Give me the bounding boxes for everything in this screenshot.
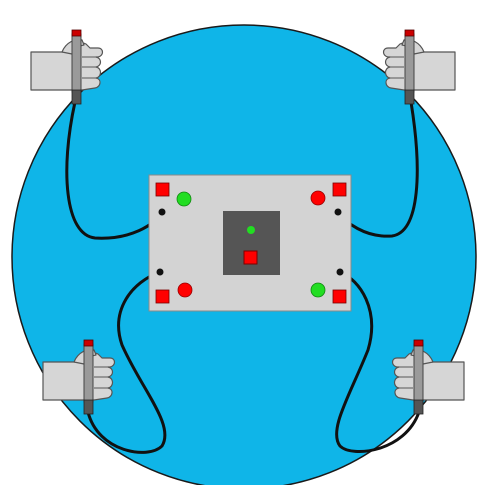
cable-bottom-right <box>335 270 421 453</box>
station-bottom-right-controls <box>310 268 347 304</box>
top-right-indicator-light <box>310 190 326 206</box>
center-unit <box>223 211 280 275</box>
station-bottom-left-controls <box>155 268 193 304</box>
bottom-right-red-button[interactable] <box>332 289 347 304</box>
top-left-indicator-light <box>176 191 192 207</box>
top-right-cable-port <box>334 208 342 216</box>
bottom-left-red-button[interactable] <box>155 289 170 304</box>
center-unit-housing <box>223 211 280 275</box>
station-top-left-controls <box>155 182 192 216</box>
cable-bottom-left <box>86 270 167 454</box>
station-top-right-controls <box>310 182 347 216</box>
top-left-cable-port <box>158 208 166 216</box>
bottom-left-indicator-light <box>177 282 193 298</box>
top-left-red-button[interactable] <box>155 182 170 197</box>
top-right-red-button[interactable] <box>332 182 347 197</box>
bottom-right-indicator-light <box>310 282 326 298</box>
bottom-right-cable-port <box>336 268 344 276</box>
center-red-button[interactable] <box>243 250 258 265</box>
bottom-left-cable-port <box>156 268 164 276</box>
center-indicator-light <box>247 226 255 234</box>
cable-top-left <box>65 100 164 240</box>
